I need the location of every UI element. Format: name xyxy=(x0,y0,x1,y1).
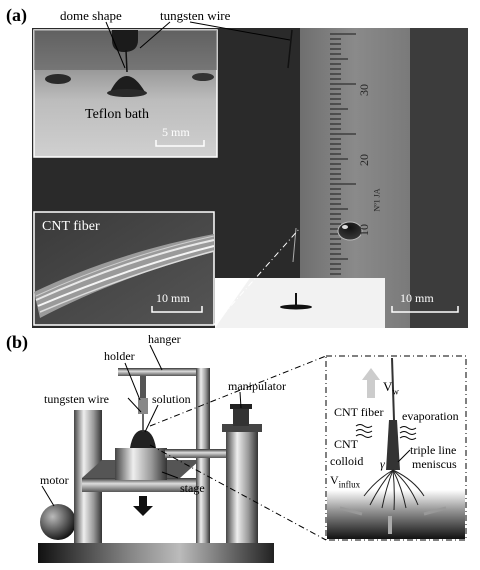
label-evaporation: evaporation xyxy=(402,409,459,423)
label-tungsten-wire-a: tungsten wire xyxy=(160,8,231,23)
label-stage: stage xyxy=(180,481,205,495)
manipulator-pillar xyxy=(226,430,258,543)
label-dome-shape: dome shape xyxy=(60,8,122,23)
label-solution: solution xyxy=(152,392,191,406)
label-v-w: Vw xyxy=(383,380,399,397)
panel-b-label: (b) xyxy=(6,332,28,352)
label-gamma: γ xyxy=(380,457,385,471)
scale-10mm-left: 10 mm xyxy=(156,291,190,305)
v-w-sub: w xyxy=(392,386,399,397)
label-holder: holder xyxy=(104,349,135,363)
label-teflon-bath: Teflon bath xyxy=(85,107,149,122)
label-motor: motor xyxy=(40,473,69,487)
manipulator xyxy=(233,408,249,426)
label-cnt: CNT xyxy=(334,437,358,451)
holder xyxy=(138,398,148,414)
motor xyxy=(40,504,76,540)
label-manipulator: manipulator xyxy=(228,379,286,393)
v-influx-sub: influx xyxy=(338,479,361,490)
scale-5mm: 5 mm xyxy=(162,125,190,139)
v-w-main: V xyxy=(383,379,393,394)
hanger xyxy=(118,368,210,376)
label-hanger: hanger xyxy=(148,332,181,346)
label-meniscus: meniscus xyxy=(412,457,457,471)
solution-dome xyxy=(130,430,156,448)
panel-a-label: (a) xyxy=(6,5,27,25)
scale-10mm-right: 10 mm xyxy=(400,291,434,305)
label-cnt-fiber-a: CNT fiber xyxy=(42,219,100,234)
label-triple-line: triple line xyxy=(410,443,457,457)
stage xyxy=(115,448,167,480)
label-v-influx: Vinflux xyxy=(330,474,360,489)
label-colloid: colloid xyxy=(330,454,364,468)
label-tungsten-wire-b: tungsten wire xyxy=(44,392,109,406)
label-cnt-fiber-b: CNT fiber xyxy=(334,405,384,419)
v-influx-main: V xyxy=(330,473,339,487)
apparatus-base xyxy=(38,543,274,563)
